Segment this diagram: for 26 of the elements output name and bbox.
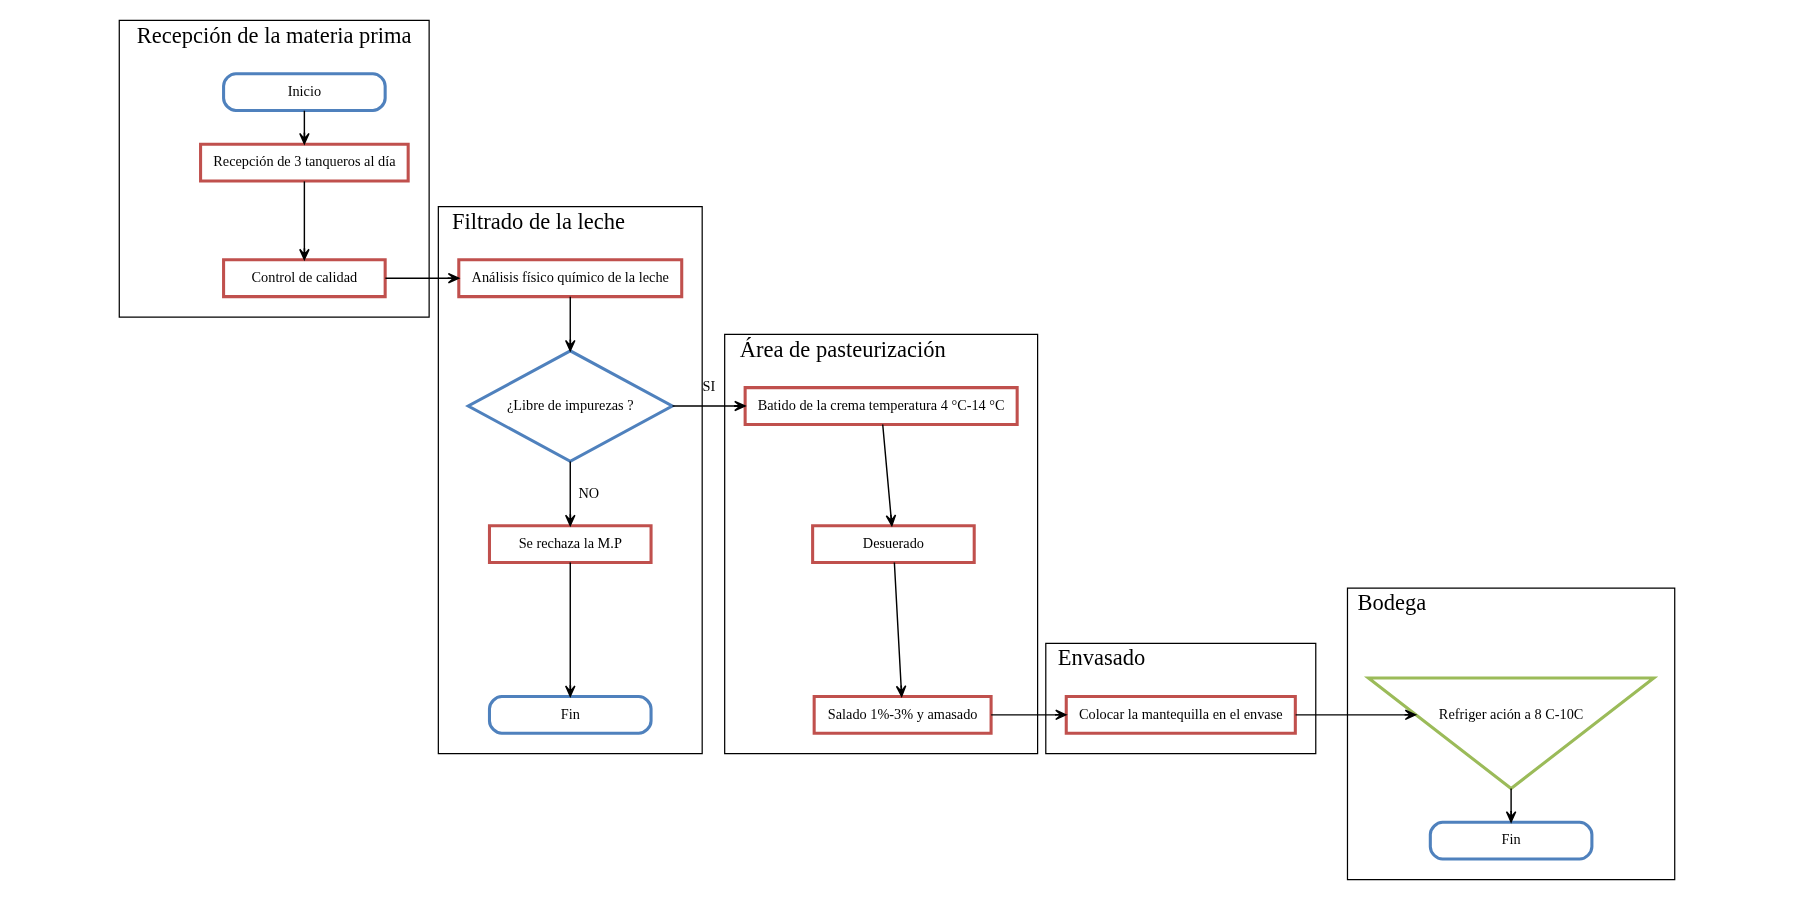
arrow — [299, 110, 310, 145]
arrow — [564, 460, 576, 527]
node-box: Colocar la mantequilla en el envase — [1064, 694, 1297, 735]
node-diamond: ¿Libre de impurezas ? — [465, 349, 676, 463]
node-box: Control de calidad — [222, 258, 387, 299]
node-box: Fin — [1428, 820, 1594, 861]
node-box: Desuerado — [811, 524, 976, 565]
node-box: Salado 1%-3% y amasado — [812, 694, 993, 735]
arrow — [990, 709, 1067, 721]
arrow — [1505, 787, 1517, 823]
node-box: Fin — [487, 694, 653, 735]
node-box: Se rechaza la M.P — [487, 524, 653, 565]
arrow — [384, 272, 460, 284]
arrow — [1294, 709, 1417, 721]
arrow — [564, 296, 576, 352]
edge-label: NO — [578, 484, 600, 501]
node-box: Inicio — [222, 72, 387, 112]
node-box: Análisis físico químico de la leche — [457, 258, 684, 299]
node-box: Recepción de 3 tanqueros al día — [199, 142, 410, 183]
arrow — [882, 423, 897, 527]
arrow — [299, 180, 310, 261]
arrow — [671, 400, 746, 412]
edge-label: SI — [702, 378, 716, 395]
arrow — [893, 561, 907, 697]
node-box: Batido de la crema temperatura 4 °C-14 °C — [743, 386, 1019, 426]
arrow — [564, 561, 576, 697]
